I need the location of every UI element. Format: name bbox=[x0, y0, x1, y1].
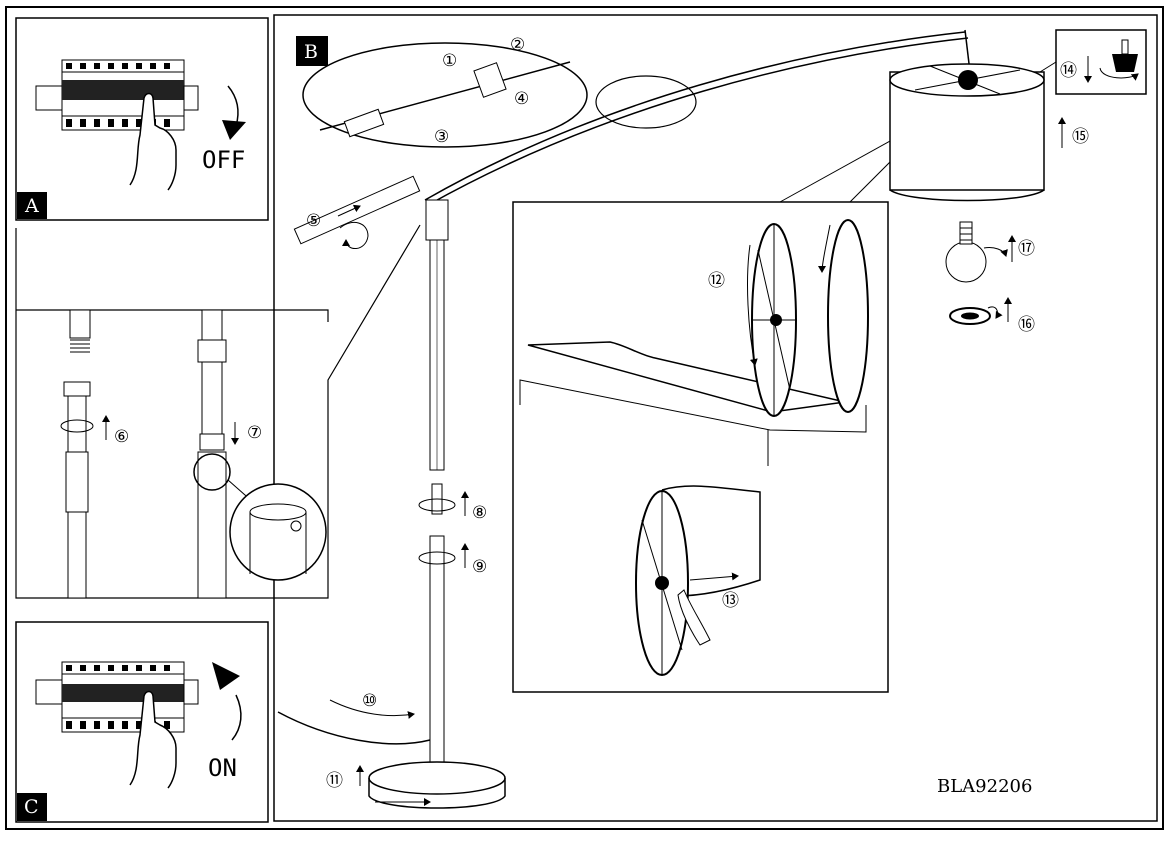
step-12: ⑫ bbox=[708, 271, 725, 291]
counterweight bbox=[293, 175, 421, 245]
lamp-shade-group bbox=[889, 29, 1147, 325]
step-1: ① bbox=[442, 51, 457, 71]
shade-ring-2 bbox=[827, 219, 869, 413]
step-17: ⑰ bbox=[1018, 239, 1035, 259]
step-9: ⑨ bbox=[472, 557, 487, 577]
joint-detail-panel bbox=[15, 224, 421, 599]
switch-state-off: OFF bbox=[202, 146, 245, 174]
step-15: ⑮ bbox=[1072, 127, 1089, 147]
panel-b-badge bbox=[296, 36, 328, 66]
panel-b-frame bbox=[273, 14, 1158, 822]
step-13: ⑬ bbox=[722, 591, 739, 611]
hand-icon bbox=[129, 690, 177, 789]
panel-b-caption: B bbox=[304, 41, 318, 63]
step-5: ⑤ bbox=[306, 211, 321, 231]
panel-c-badge bbox=[17, 793, 47, 821]
step-7: ⑦ bbox=[247, 423, 262, 443]
step-11: ⑪ bbox=[326, 771, 343, 791]
step-3: ③ bbox=[434, 127, 449, 147]
power-cord bbox=[277, 711, 431, 745]
panel-c-caption: C bbox=[24, 796, 39, 818]
lamp-base bbox=[368, 761, 506, 795]
panel-a: OFF A bbox=[15, 17, 269, 221]
step-14: ⑭ bbox=[1060, 61, 1077, 81]
lamp-pole bbox=[277, 29, 971, 809]
panel-a-badge bbox=[17, 192, 47, 219]
lamp-arm bbox=[424, 31, 966, 201]
panel-a-caption: A bbox=[24, 195, 39, 217]
switch-state-on: ON bbox=[208, 754, 237, 782]
model-code: BLA92206 bbox=[937, 776, 1032, 797]
switch-up-arrow-icon bbox=[231, 694, 242, 741]
step-8: ⑧ bbox=[472, 503, 487, 523]
step-4: ④ bbox=[514, 89, 529, 109]
magnifier-circle bbox=[229, 483, 327, 581]
shade-ring-nut-icon bbox=[949, 297, 1012, 325]
breaker-box-off bbox=[35, 59, 199, 131]
step-6: ⑥ bbox=[114, 427, 129, 447]
breaker-box-on bbox=[35, 661, 199, 733]
step-16: ⑯ bbox=[1018, 315, 1035, 335]
step-10: ⑩ bbox=[362, 691, 377, 711]
hand-icon bbox=[129, 92, 177, 191]
shade-assembly-panel bbox=[512, 139, 893, 693]
panel-c: ON C bbox=[15, 621, 269, 823]
outer-frame bbox=[5, 6, 1164, 830]
light-bulb-icon bbox=[945, 221, 1016, 283]
step-2: ② bbox=[510, 35, 525, 55]
